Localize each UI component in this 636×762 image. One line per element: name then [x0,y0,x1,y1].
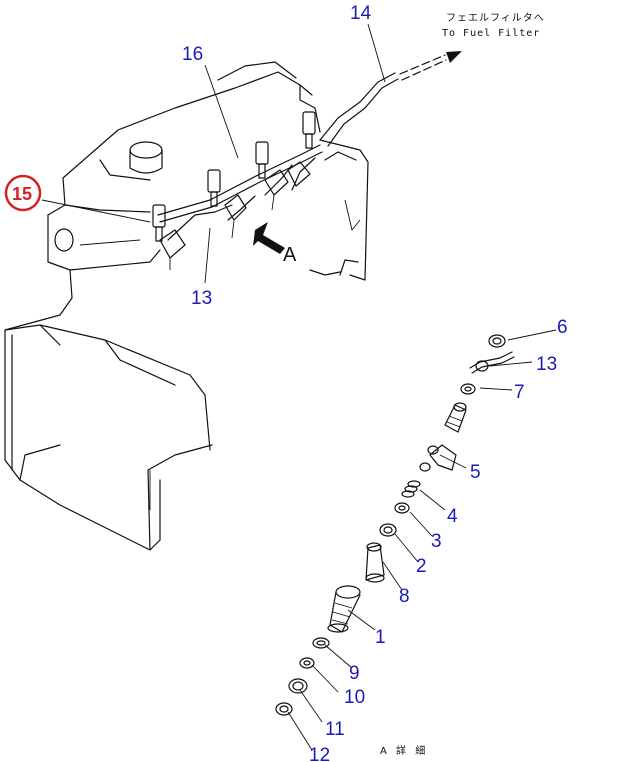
part-11-seal [288,678,308,694]
callout-13-upper: 13 [191,288,212,309]
part-10-washer [299,657,315,669]
part-7-washer [460,383,476,395]
callout-12: 12 [309,745,330,762]
callout-13-detail: 13 [536,354,557,375]
callout-11: 11 [325,719,345,740]
callout-1: 1 [375,627,386,648]
part-13-pipe-end [469,351,515,374]
callout-3: 3 [431,531,442,552]
callout-15: 15 [12,184,32,204]
callout-14: 14 [350,3,372,24]
callout-10: 10 [344,687,365,708]
nozzle-holder-1 [152,204,186,259]
callout-4: 4 [447,506,458,527]
injection-pipe-assembly [152,51,462,270]
callout-9: 9 [349,663,360,684]
part-12-o-ring [275,702,293,716]
detail-a-exploded [275,334,515,716]
view-letter: A [283,244,297,266]
callout-6: 6 [557,317,568,338]
nozzle-holder-3 [255,141,289,196]
callout-8: 8 [399,586,410,607]
view-a-arrow [253,222,285,254]
fuel-filter-note-jp: フェエルフィルタへ [446,12,545,24]
leader-lines [41,23,557,751]
callout-5: 5 [470,462,481,483]
part-8-sleeve [365,542,385,583]
part-1-nozzle [327,585,361,633]
to-filter-arrow-icon [446,51,462,63]
part-2-washer [379,523,397,537]
callout-7: 7 [514,382,525,403]
part-3-spacer [394,502,410,514]
part-9-gasket [312,637,330,649]
nozzle-holder-4 [287,111,316,187]
nozzle-holder-2 [207,169,247,221]
fuel-filter-note-en: To Fuel Filter [442,28,540,39]
engine-block [4,61,369,551]
callout-16: 16 [182,44,203,65]
callout-15-highlight-ring [4,174,42,212]
detail-caption: A 詳 細 [380,744,428,757]
part-5-connector [427,402,467,471]
part-4-spring [401,462,431,498]
part-6-cap-nut [488,334,506,348]
callout-2: 2 [416,556,427,577]
